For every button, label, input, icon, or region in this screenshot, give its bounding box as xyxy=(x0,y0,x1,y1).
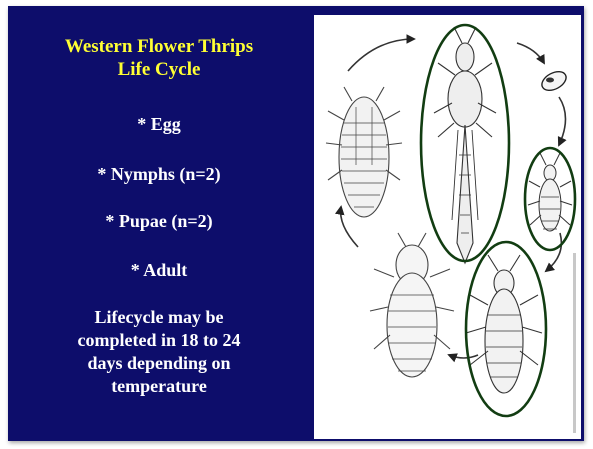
adult-illustration xyxy=(434,27,496,263)
scale-bar xyxy=(573,253,576,433)
first-instar-nymph-illustration xyxy=(528,153,572,231)
note-line-3: days depending on xyxy=(20,352,298,375)
second-instar-nymph-illustration xyxy=(466,255,542,393)
prepupa-illustration xyxy=(370,233,454,377)
note-line-4: temperature xyxy=(20,375,298,398)
bullet-egg: * Egg xyxy=(20,113,298,135)
arrow-nymph1-to-nymph2 xyxy=(546,233,561,271)
slide-title: Western Flower Thrips Life Cycle xyxy=(20,35,298,81)
arrow-nymph2-to-prepupa xyxy=(449,355,478,358)
arrow-adult-to-egg xyxy=(517,43,544,63)
title-line-2: Life Cycle xyxy=(20,58,298,81)
slide: Western Flower Thrips Life Cycle * Egg *… xyxy=(8,6,584,441)
bullet-nymphs: * Nymphs (n=2) xyxy=(20,163,298,185)
bullet-adult: * Adult xyxy=(20,259,298,281)
life-cycle-diagram xyxy=(314,15,581,439)
lifecycle-note: Lifecycle may be completed in 18 to 24 d… xyxy=(20,306,298,398)
note-line-2: completed in 18 to 24 xyxy=(20,329,298,352)
title-line-1: Western Flower Thrips xyxy=(20,35,298,58)
egg-illustration xyxy=(539,68,569,94)
arrow-egg-to-nymph1 xyxy=(559,97,566,145)
note-line-1: Lifecycle may be xyxy=(20,306,298,329)
pupa-illustration xyxy=(326,87,402,217)
arrow-pupa-to-adult xyxy=(348,39,414,71)
life-cycle-illustration xyxy=(314,15,581,439)
bullet-pupae: * Pupae (n=2) xyxy=(20,210,298,232)
